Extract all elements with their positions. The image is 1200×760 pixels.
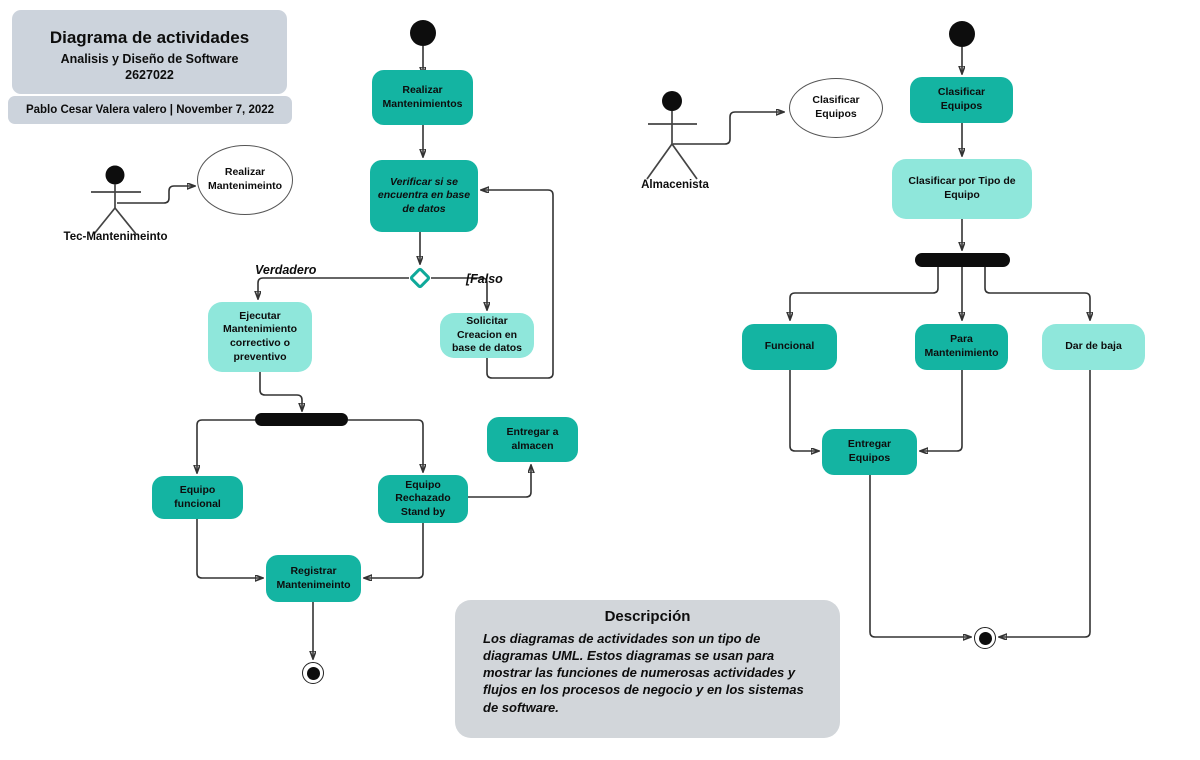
activity-verificar-base-datos[interactable]: Verificar si se encuentra en base de dat…: [370, 160, 478, 232]
activity-ejecutar-mantenimiento[interactable]: Ejecutar Mantenimiento correctivo o prev…: [208, 302, 312, 372]
activity-equipo-rechazado[interactable]: Equipo Rechazado Stand by: [378, 475, 468, 523]
branch-label-falso: [Falso: [466, 272, 503, 286]
byline: Pablo Cesar Valera valero | November 7, …: [8, 96, 292, 124]
activity-realizar-mantenimientos[interactable]: Realizar Mantenimientos: [372, 70, 473, 125]
start-node-right[interactable]: [949, 21, 975, 47]
end-node-right-dot: [978, 631, 992, 645]
title-panel: Diagrama de actividades Analisis y Diseñ…: [12, 10, 287, 94]
edge-funcional-entregar: [789, 370, 818, 451]
activity-registrar-mantenimeinto[interactable]: Registrar Mantenimeinto: [266, 555, 361, 602]
edge-actor-usecase-right: [673, 112, 783, 145]
activity-clasificar-por-tipo[interactable]: Clasificar por Tipo de Equipo: [892, 159, 1032, 219]
start-node-left[interactable]: [410, 20, 436, 46]
description-body: Los diagramas de actividades son un tipo…: [483, 631, 804, 715]
end-node-left[interactable]: [302, 662, 324, 684]
edge-rechazado-entregar-almacen: [468, 466, 531, 498]
actor-almacenista-icon[interactable]: [644, 88, 704, 183]
edge-ejecutar-fork: [259, 372, 302, 410]
activity-para-mantenimiento[interactable]: Para Mantenimiento: [915, 324, 1008, 370]
edge-fork-equipo-rechazado: [348, 419, 423, 471]
edge-decision-ejecutar: [258, 277, 409, 298]
activity-solicitar-creacion[interactable]: Solicitar Creacion en base de datos: [440, 313, 534, 358]
end-node-right[interactable]: [974, 627, 996, 649]
activity-equipo-funcional[interactable]: Equipo funcional: [152, 476, 243, 519]
edge-funcional-registrar: [196, 519, 262, 578]
usecase-realizar-mantenimeinto[interactable]: Realizar Mantenimeinto: [197, 145, 293, 215]
usecase-clasificar-equipos[interactable]: Clasificar Equipos: [789, 78, 883, 138]
page-title: Diagrama de actividades: [49, 28, 250, 48]
activity-dar-de-baja[interactable]: Dar de baja: [1042, 324, 1145, 370]
fork-bar-left-diagram[interactable]: [255, 413, 348, 426]
actor-tec-mantenimiento-label: Tec-Mantenimeinto: [63, 231, 168, 243]
description-panel: Descripción Los diagramas de actividades…: [455, 600, 840, 738]
actor-tec-mantenimiento-icon[interactable]: [85, 160, 147, 238]
edge-para-entregar: [921, 370, 963, 451]
edge-fork-equipo-funcional: [197, 419, 255, 472]
fork-bar-right-diagram[interactable]: [915, 253, 1010, 267]
activity-clasificar-equipos[interactable]: Clasificar Equipos: [910, 77, 1013, 123]
edge-darbaja-end: [1000, 370, 1091, 637]
activity-funcional[interactable]: Funcional: [742, 324, 837, 370]
edge-fork-funcional: [790, 267, 939, 319]
end-node-left-dot: [306, 666, 320, 680]
actor-almacenista-label: Almacenista: [641, 179, 709, 191]
edge-decision-solicitar: [431, 277, 487, 309]
description-title: Descripción: [604, 608, 691, 625]
branch-label-verdadero: Verdadero: [255, 263, 317, 277]
edge-solicitar-verificar-loop: [482, 190, 554, 379]
edge-entregar-end: [869, 475, 970, 637]
edge-rechazado-registrar: [365, 523, 424, 578]
edge-fork-dar-de-baja: [984, 267, 1090, 319]
page-subtitle: Analisis y Diseño de Software 2627022: [60, 52, 239, 82]
activity-entregar-almacen[interactable]: Entregar a almacen: [487, 417, 578, 462]
edge-actor-usecase-left: [117, 186, 194, 204]
activity-entregar-equipos[interactable]: Entregar Equipos: [822, 429, 917, 475]
